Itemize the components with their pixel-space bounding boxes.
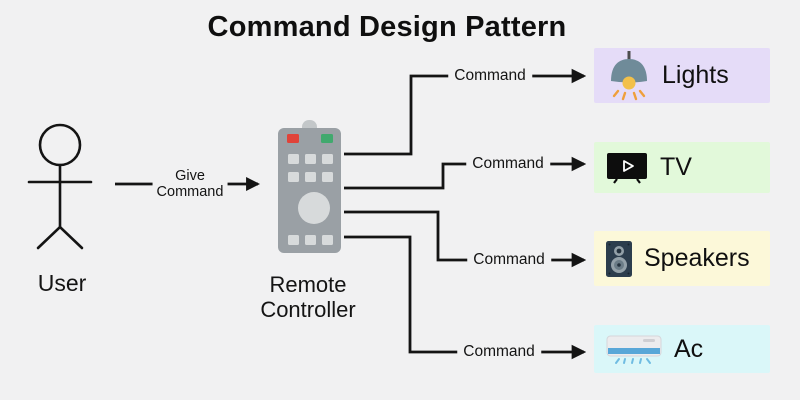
- user-figure: [27, 123, 93, 250]
- tv-icon: [606, 151, 648, 185]
- remote-button: [288, 172, 299, 182]
- page-title: Command Design Pattern: [207, 11, 567, 43]
- connector-lights: [344, 68, 587, 156]
- device-label: Speakers: [644, 244, 750, 272]
- device-box-tv: TV: [594, 142, 770, 193]
- user-head: [38, 123, 82, 167]
- device-label: Lights: [662, 61, 729, 89]
- speaker-icon: [606, 240, 632, 277]
- remote-button: [305, 172, 316, 182]
- user-label: User: [37, 270, 87, 296]
- remote-button: [322, 235, 333, 245]
- device-box-ac: Ac: [594, 325, 770, 373]
- remote-dial: [298, 192, 330, 224]
- lamp-icon: [606, 50, 650, 102]
- command-label-speakers: Command: [467, 250, 551, 270]
- command-label-ac: Command: [457, 342, 541, 362]
- remote-button: [305, 235, 316, 245]
- device-box-lights: Lights: [594, 48, 770, 103]
- device-label: Ac: [674, 334, 704, 363]
- remote-power-button-red: [287, 134, 299, 143]
- ac-icon: [606, 331, 662, 367]
- remote-button: [305, 154, 316, 164]
- command-label-tv: Command: [466, 154, 550, 174]
- device-box-speakers: Speakers: [594, 231, 770, 286]
- remote-controller-label: Remote Controller: [260, 272, 356, 322]
- command-label-lights: Command: [448, 66, 532, 86]
- remote-button: [288, 154, 299, 164]
- remote-button: [288, 235, 299, 245]
- remote-button: [322, 154, 333, 164]
- give-command-label: Give Command: [152, 167, 228, 201]
- remote-power-button-green: [321, 134, 333, 143]
- remote-controller: [278, 128, 341, 253]
- user-legs: [36, 225, 84, 250]
- device-label: TV: [660, 153, 692, 181]
- remote-button: [322, 172, 333, 182]
